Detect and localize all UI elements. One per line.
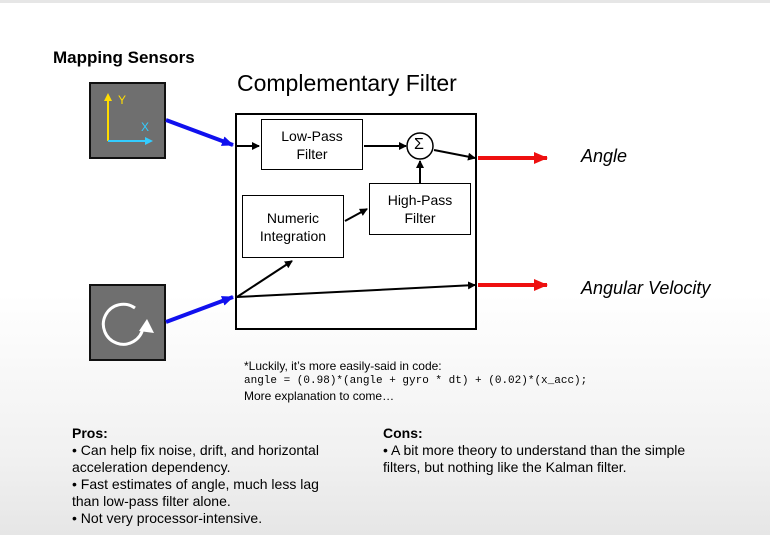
- cons-heading: Cons:: [383, 425, 423, 441]
- gyro-to-integration-arrow: [236, 260, 293, 298]
- summation-node: [406, 132, 434, 160]
- accelerometer-sensor: Y X: [89, 82, 166, 159]
- gyro-passthrough-arrow: [236, 281, 476, 298]
- pros-item: • Can help fix noise, drift, and horizon…: [72, 442, 319, 475]
- cons-list: • A bit more theory to understand than t…: [383, 442, 703, 476]
- pros-item: • Not very processor-intensive.: [72, 510, 263, 526]
- xy-axes-icon: [104, 93, 153, 145]
- gyro-input-arrow: [165, 295, 234, 324]
- top-rule: [0, 0, 770, 3]
- low-pass-filter-block: Low-Pass Filter: [261, 119, 363, 170]
- diagram-title: Complementary Filter: [237, 70, 457, 96]
- y-axis-label: Y: [118, 93, 127, 107]
- integration-to-high-pass-arrow: [344, 208, 368, 222]
- code-snippet: angle = (0.98)*(angle + gyro * dt) + (0.…: [244, 375, 588, 387]
- angle-output-label: Angle: [581, 146, 628, 166]
- cons-item: • A bit more theory to understand than t…: [383, 442, 686, 475]
- angular-velocity-output-label: Angular Velocity: [581, 278, 711, 298]
- code-note: *Luckily, it’s more easily-said in code:…: [244, 359, 587, 404]
- numeric-integration-block: Numeric Integration: [242, 195, 344, 258]
- rotation-icon: [101, 302, 154, 346]
- pros-item: • Fast estimates of angle, much less lag…: [72, 476, 319, 509]
- pros-list: • Can help fix noise, drift, and horizon…: [72, 442, 347, 527]
- code-note-more: More explanation to come…: [244, 389, 395, 403]
- slide-heading: Mapping Sensors: [53, 48, 195, 67]
- x-axis-label: X: [141, 120, 150, 134]
- sum-output-arrow: [433, 149, 476, 161]
- high-pass-filter-block: High-Pass Filter: [369, 183, 471, 235]
- sum-symbol: Σ: [414, 136, 424, 153]
- gyroscope-sensor: [89, 284, 166, 361]
- pros-heading: Pros:: [72, 425, 108, 441]
- code-note-intro: *Luckily, it’s more easily-said in code:: [244, 359, 442, 373]
- accel-input-arrow: [165, 118, 234, 147]
